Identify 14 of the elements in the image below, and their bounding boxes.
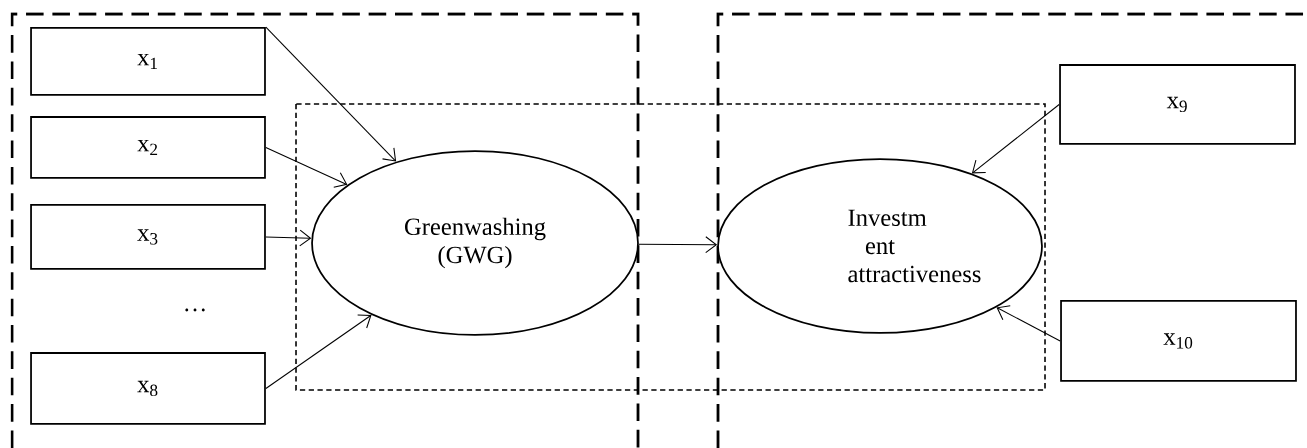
variable-box: x$_{8}$: [30, 352, 266, 425]
arrow: [265, 229, 312, 247]
variable-box: x$_{1}$: [30, 27, 266, 96]
arrow: [265, 314, 372, 389]
variable-box: x$_{2}$: [30, 116, 266, 179]
variable-box: x$_{9}$: [1059, 64, 1296, 145]
arrow: [265, 26, 397, 162]
arrow: [971, 103, 1060, 174]
variable-box: x$_{10}$: [1060, 300, 1297, 382]
arrow: [638, 236, 718, 254]
arrow: [996, 305, 1061, 342]
arrow: [265, 146, 348, 188]
ellipsis-label: …: [185, 308, 205, 312]
variable-box: x$_{3}$: [30, 204, 266, 270]
